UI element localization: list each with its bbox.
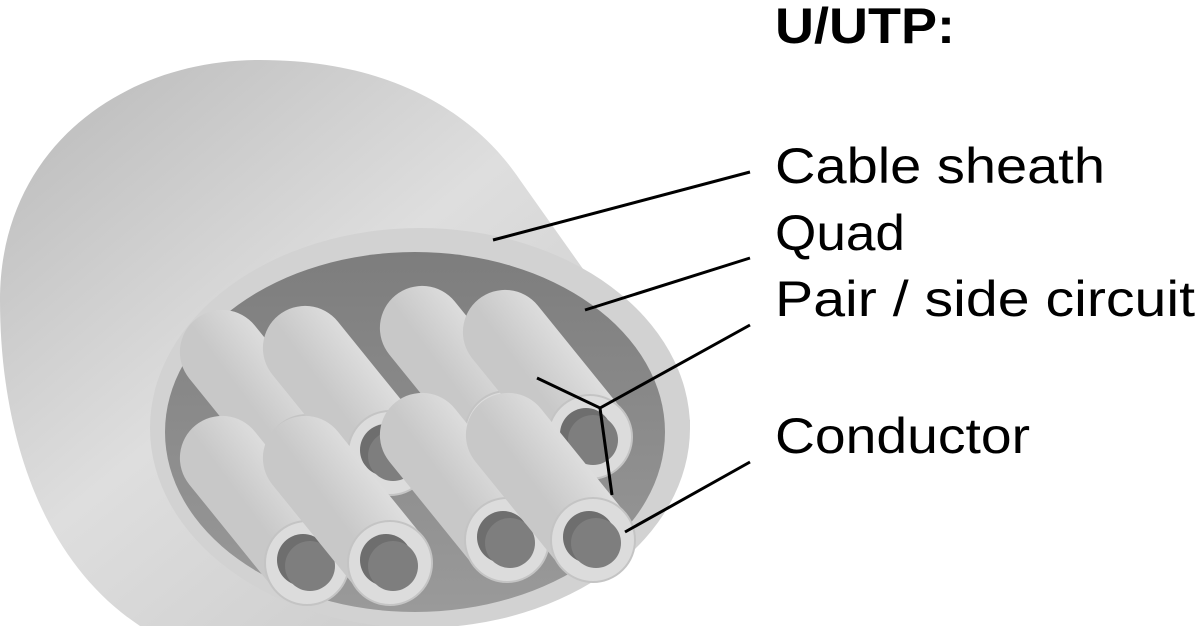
leader-lines: [492, 170, 751, 534]
conductor-core: [368, 541, 418, 591]
conductor-bundle: [179, 285, 636, 606]
conductor-core: [571, 518, 621, 568]
label-pair: Pair / side circuit: [775, 271, 1195, 327]
label-conductor: Conductor: [775, 408, 1030, 464]
conductor-core: [285, 541, 335, 591]
diagram-title: U/UTP:: [775, 0, 955, 54]
insulated-conductor: [462, 289, 633, 480]
conductor-core: [485, 518, 535, 568]
label-cable-sheath: Cable sheath: [775, 138, 1105, 194]
leader-quad: [584, 256, 751, 312]
label-quad: Quad: [775, 205, 905, 261]
leader-conductor: [624, 460, 751, 534]
insulated-conductor: [262, 415, 433, 606]
insulated-conductor: [179, 415, 350, 606]
leader-cable-sheath: [492, 170, 751, 242]
insulated-conductor: [465, 392, 636, 583]
leader-pair-branch: [598, 407, 614, 496]
